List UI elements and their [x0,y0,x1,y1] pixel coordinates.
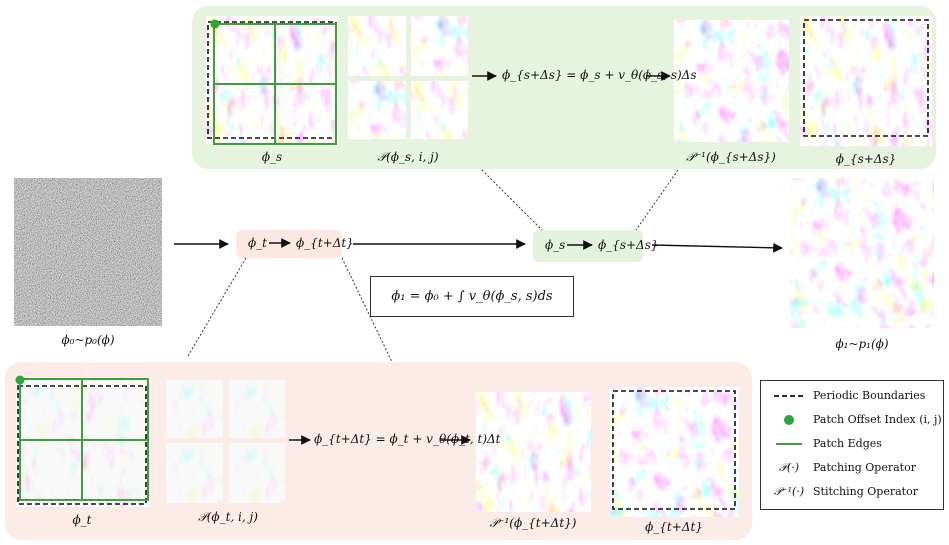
legend-periodic: Periodic Boundaries [761,387,943,405]
label-noise: ϕ₀~p₀(ϕ) [61,333,114,347]
label-stitch-bottom: 𝒫⁻¹(ϕ_{t+Δt}) [490,516,577,531]
patch-edges-top [214,24,336,144]
periodic-boundary-bottom-right [613,391,735,509]
label-t-from: ϕ_t [248,236,267,250]
patch-edges-bottom [20,379,148,500]
periodic-boundary-top-right [804,20,928,136]
label-s-to: ϕ_{s+Δs} [598,238,659,252]
offset-dot-bottom [16,376,25,385]
legend-patching: 𝒫(·) Patching Operator [761,459,943,477]
zoom-connectors [188,170,678,362]
legend: Periodic Boundaries Patch Offset Index (… [760,380,944,510]
periodic-boundary-top [208,22,336,138]
label-stitch-top: 𝒫⁻¹(ϕ_{s+Δs}) [686,150,776,165]
label-output: ϕ₁~p₁(ϕ) [835,337,888,351]
label-s-from: ϕ_s [545,238,565,252]
update-eq-bottom: ϕ_{t+Δt} = ϕ_t + v_θ(ϕ_t, t)Δt [314,432,501,446]
update-eq-top: ϕ_{s+Δs} = ϕ_s + v_θ(ϕ_s, s)Δs [502,68,697,82]
arrow-s-to-output [652,245,782,248]
label-t-to: ϕ_{t+Δt} [296,236,354,250]
legend-edges: Patch Edges [761,435,943,453]
label-phi-s: ϕ_s [262,150,282,164]
offset-dot-top [211,20,220,29]
label-phi-t-next: ϕ_{t+Δt} [645,520,703,534]
label-patch-bottom: 𝒫(ϕ_t, i, j) [198,510,258,525]
label-patch-top: 𝒫(ϕ_s, i, j) [377,150,438,165]
label-phi-t: ϕ_t [72,513,91,527]
legend-stitching: 𝒫⁻¹(·) Stitching Operator [761,483,943,501]
legend-offset: Patch Offset Index (i, j) [761,411,943,429]
label-phi-s-next: ϕ_{s+Δs} [836,152,897,166]
